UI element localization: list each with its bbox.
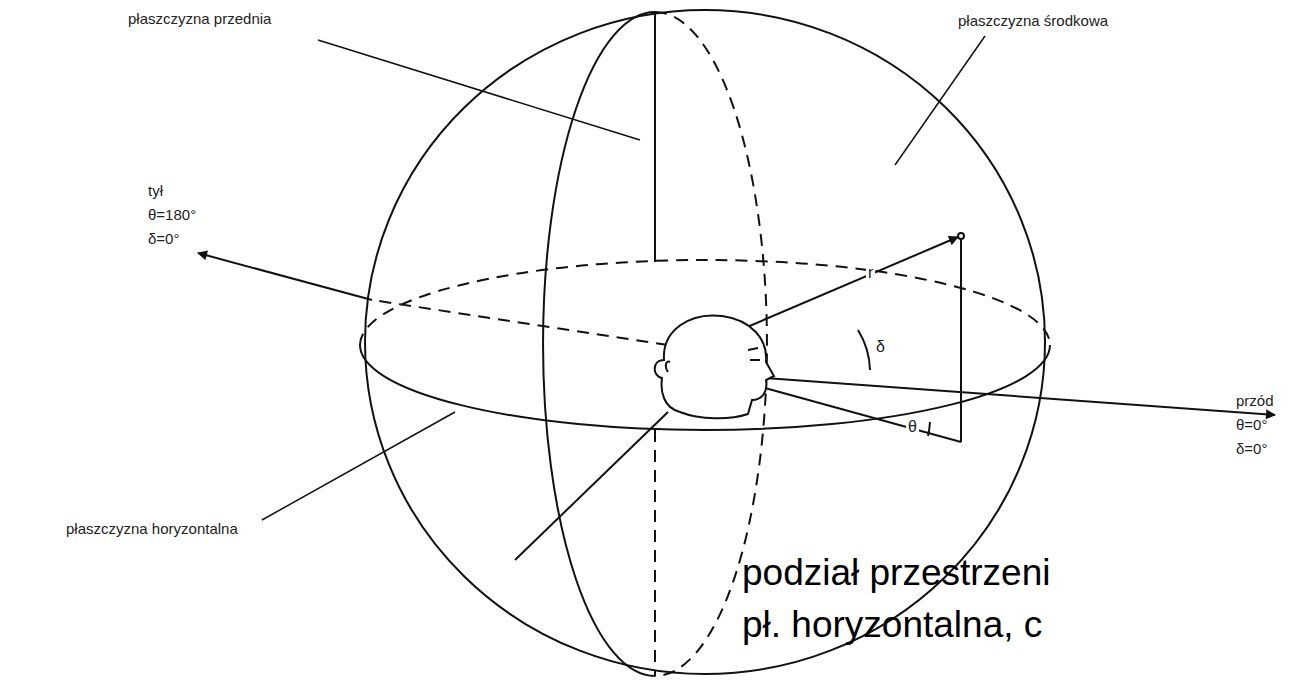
caption-text: podział przestrzeni <box>742 552 1050 595</box>
angle-value: δ=0° <box>148 230 179 247</box>
frontal-plane-bottom <box>654 430 656 676</box>
direction-label: tył <box>148 182 163 199</box>
median-plane-left <box>543 12 655 676</box>
plane-label: płaszczyzna przednia <box>128 10 271 27</box>
angle-value: δ=0° <box>1236 440 1267 457</box>
angle-value: θ=180° <box>148 206 196 223</box>
leader-line <box>318 40 640 140</box>
angle-value: θ=0° <box>1236 416 1267 433</box>
angle-label: θ <box>906 418 919 436</box>
theta-arc <box>928 422 930 436</box>
delta-arc <box>858 330 870 370</box>
leader-line <box>262 412 455 520</box>
vector-label: r <box>866 264 875 282</box>
leader-line <box>895 36 985 165</box>
back-axis-inner <box>372 300 668 345</box>
angle-label: δ <box>874 338 887 356</box>
caption-text: pł. horyzontalna, c <box>742 604 1042 647</box>
head-figure <box>655 315 774 418</box>
projection-line <box>960 238 962 442</box>
direction-label: przód <box>1236 392 1274 409</box>
plane-label: płaszczyzna horyzontalna <box>66 520 238 537</box>
projection-base <box>765 388 961 442</box>
back-axis-arrow <box>198 253 372 300</box>
plane-label: płaszczyzna środkowa <box>958 12 1108 29</box>
frontal-plane-top <box>654 12 656 262</box>
plane-diagonal <box>515 412 668 560</box>
